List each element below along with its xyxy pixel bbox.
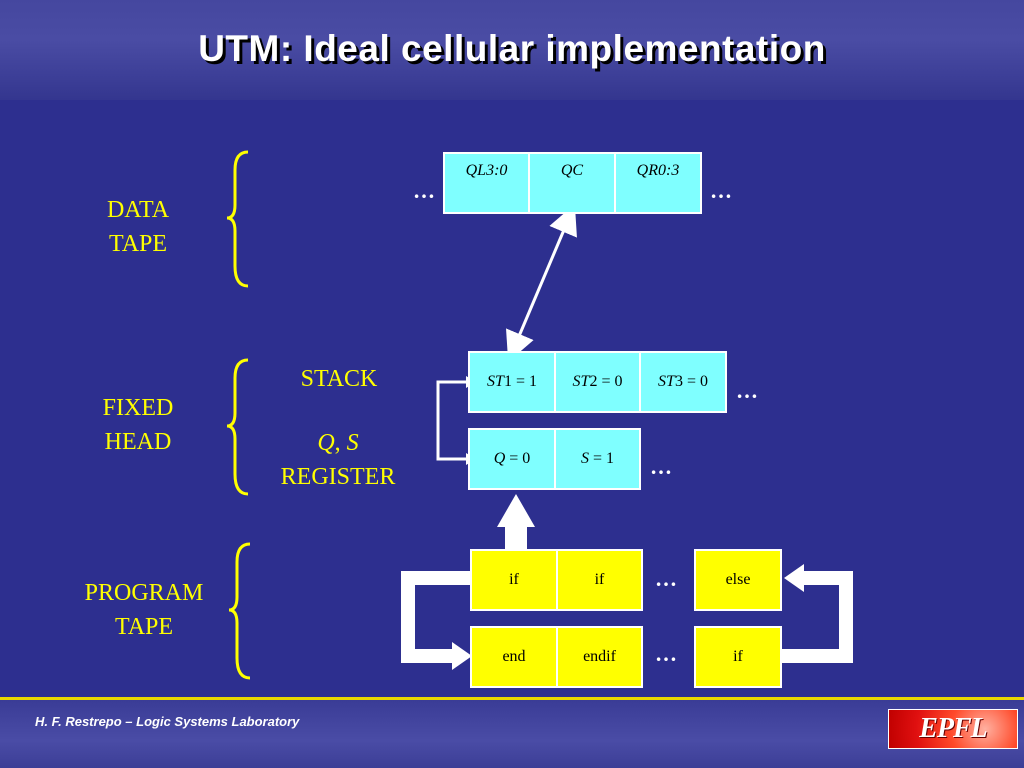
stack-ellipsis: …: [736, 378, 759, 403]
stack-cell-3: ST3 = 0: [639, 351, 727, 413]
program-row2-ellipsis: …: [655, 641, 678, 666]
head-to-tape-arrow: [506, 204, 577, 362]
program-row1-ellipsis: …: [655, 566, 678, 591]
data-cell-qr: QR0:3: [614, 152, 702, 214]
data-tape-brace: [226, 150, 249, 288]
left-loop-arrow: [401, 571, 470, 663]
stack-cell-2: ST2 = 0: [554, 351, 641, 413]
program-cell-end: end: [470, 626, 558, 688]
stack-label: STACK: [300, 366, 378, 392]
data-tape-right-ellipsis: …: [710, 178, 733, 203]
register-cell-q: Q = 0: [468, 428, 556, 490]
register-cell-s: S = 1: [554, 428, 641, 490]
slide-title: UTM: Ideal cellular implementation: [198, 28, 826, 69]
program-tape-brace: [228, 542, 251, 680]
program-cell-if-2: if: [556, 549, 643, 611]
data-cell-ql: QL3:0: [443, 152, 530, 214]
program-cell-if-right: if: [694, 626, 782, 688]
data-cell-qc: QC: [528, 152, 616, 214]
program-cell-endif: endif: [556, 626, 643, 688]
fixed-head-brace: [226, 358, 249, 496]
stack-register-connector: [436, 380, 466, 461]
register-ellipsis: …: [650, 454, 673, 479]
header-band: [0, 0, 1024, 100]
register-label: Q, S REGISTER: [280, 430, 396, 490]
program-cell-if-1: if: [470, 549, 558, 611]
stack-cell-1: ST1 = 1: [468, 351, 556, 413]
epfl-logo: EPFL: [888, 709, 1018, 749]
right-loop-arrow: [782, 571, 853, 663]
program-to-register-arrow: [497, 494, 535, 527]
data-tape-left-ellipsis: …: [413, 178, 436, 203]
footer-credit: H. F. Restrepo – Logic Systems Laborator…: [35, 714, 300, 729]
program-cell-else: else: [694, 549, 782, 611]
footer-divider: [0, 697, 1024, 700]
footer-band: [0, 700, 1024, 768]
